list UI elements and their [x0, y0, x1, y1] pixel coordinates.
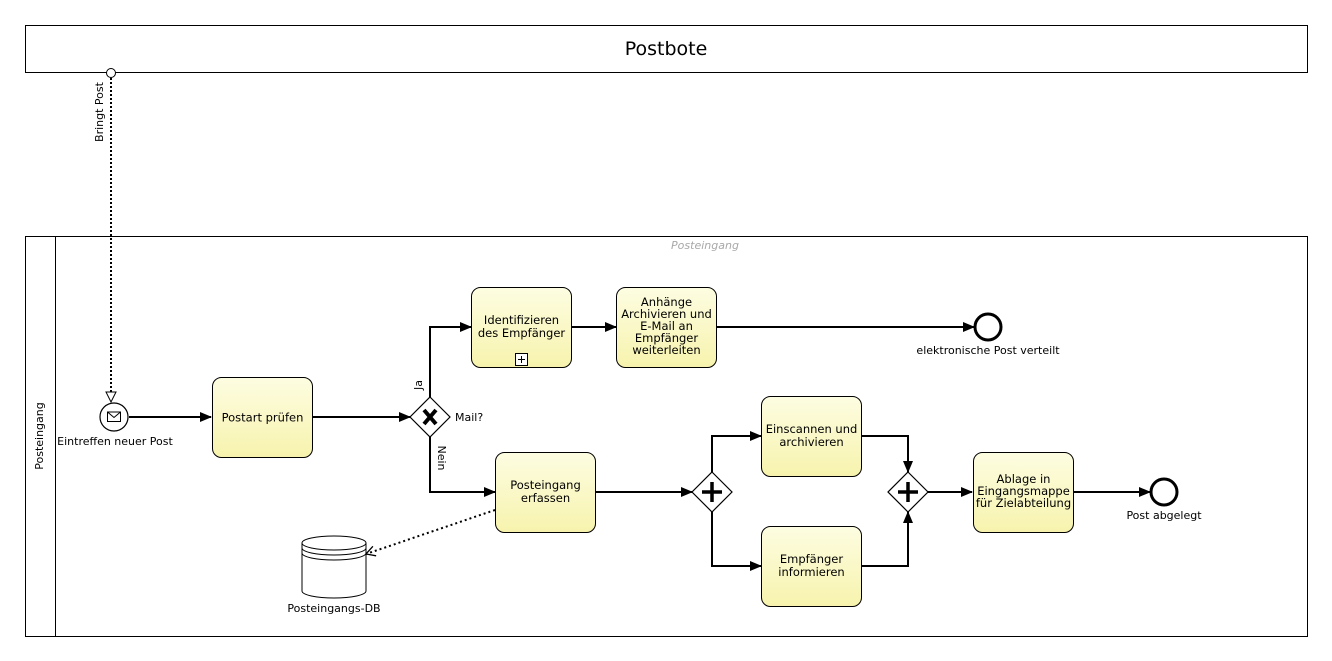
subprocess-plus-icon[interactable] — [515, 353, 528, 366]
task-anhaenge-line4: Empfänger — [635, 331, 699, 345]
task-empfaenger-informieren[interactable]: Empfänger informieren — [761, 526, 862, 607]
task-anhaenge-line5: weiterleiten — [632, 343, 700, 357]
end-event-electronic[interactable]: elektronische Post verteilt — [916, 312, 1060, 357]
pool-postbote[interactable]: Postbote — [25, 25, 1308, 73]
lane-title: Posteingang — [671, 239, 739, 252]
task-ablage-line2: Eingangsmappe — [977, 484, 1070, 498]
pool-posteingang-label: Posteingang — [33, 402, 46, 470]
data-store-posteingangs-db[interactable]: Posteingangs-DB — [287, 535, 381, 615]
gateway-plus-icon — [898, 482, 918, 502]
task-anhaenge-line3: E-Mail an — [640, 319, 693, 333]
start-event[interactable]: Eintreffen neuer Post — [57, 402, 174, 448]
task-erfassen-line2: erfassen — [521, 491, 570, 505]
task-anhaenge-line2: Archivieren und — [621, 307, 712, 321]
flow-gateway-ja — [429, 322, 472, 397]
gateway-mail-label: Mail? — [455, 411, 483, 424]
flow-split-to-empfaenger — [711, 512, 762, 571]
end-event-filed[interactable]: Post abgelegt — [1126, 477, 1202, 522]
flow-gateway-nein — [429, 437, 496, 497]
gateway-ja-label: Ja — [412, 380, 425, 391]
end-event-electronic-label: elektronische Post verteilt — [916, 344, 1060, 357]
task-identifizieren-line1: Identifizieren — [484, 313, 559, 327]
task-identifizieren[interactable]: Identifizieren des Empfänger — [471, 287, 572, 368]
flow-einscannen-to-join — [861, 435, 913, 473]
end-event-filed-label: Post abgelegt — [1126, 509, 1202, 522]
message-flow-label: Bringt Post — [93, 81, 106, 142]
task-ablage-line3: für Zielabteilung — [976, 496, 1071, 510]
sequence-flows — [129, 322, 1151, 571]
flow-split-to-einscannen — [711, 431, 762, 472]
gateway-nein-label: Nein — [435, 445, 448, 470]
task-posteingang-erfassen[interactable]: Posteingang erfassen — [495, 452, 596, 533]
gateway-plus-icon — [702, 482, 722, 502]
pool-postbote-title: Postbote — [625, 38, 708, 60]
flow-empfaenger-to-join — [861, 511, 913, 567]
task-einscannen-line2: archivieren — [779, 435, 843, 449]
task-identifizieren-line2: des Empfänger — [478, 326, 566, 340]
message-flow-bringt-post[interactable]: Bringt Post — [93, 68, 116, 403]
task-ablage-line1: Ablage in — [997, 472, 1051, 486]
task-einscannen-line1: Einscannen und — [766, 422, 858, 436]
gateway-mail[interactable]: Mail? Ja Nein — [409, 380, 483, 471]
task-anhaenge[interactable]: Anhänge Archivieren und E-Mail an Empfän… — [616, 287, 717, 368]
gateway-x-icon — [422, 408, 438, 426]
task-postart-pruefen[interactable]: Postart prüfen — [212, 377, 313, 458]
gateway-parallel-join[interactable] — [887, 471, 929, 513]
task-anhaenge-line1: Anhänge — [641, 295, 692, 309]
task-postart-label: Postart prüfen — [222, 411, 304, 425]
task-ablage[interactable]: Ablage in Eingangsmappe für Zielabteilun… — [973, 452, 1074, 533]
start-event-label: Eintreffen neuer Post — [57, 435, 173, 448]
task-empfaenger-line1: Empfänger — [780, 552, 844, 566]
envelope-icon — [107, 411, 121, 422]
gateway-parallel-split[interactable] — [691, 471, 733, 513]
data-store-label: Posteingangs-DB — [287, 602, 380, 615]
task-erfassen-line1: Posteingang — [510, 478, 581, 492]
task-empfaenger-line2: informieren — [778, 565, 844, 579]
task-einscannen[interactable]: Einscannen und archivieren — [761, 396, 862, 477]
